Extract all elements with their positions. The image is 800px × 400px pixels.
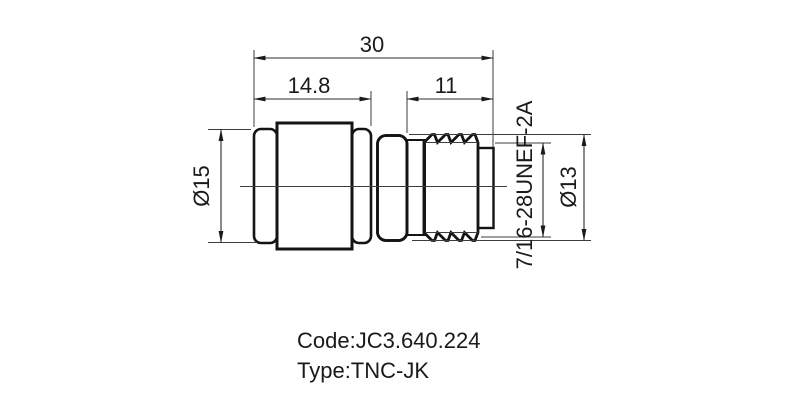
dim-body-diameter-label: Ø13 [556,166,581,208]
dim-overall-length-label: 30 [360,32,384,57]
thread-section [422,133,480,242]
thread-root-lines [424,142,478,233]
dim-thread-length-label: 11 [435,73,458,98]
connector-body [240,121,507,251]
caption-code-line: Code:JC3.640.224 [297,328,480,353]
ribbed-ring-bg [376,134,409,242]
thread-outline [422,133,480,242]
caption: Code:JC3.640.224 Type:TNC-JK [297,328,480,383]
caption-type-line: Type:TNC-JK [297,358,429,383]
dim-thread-spec-label: 7/16-28UNEF-2A [512,100,537,269]
dim-nut-length-label: 14.8 [288,73,331,98]
dimension-lines [218,55,587,243]
neck-section [405,139,426,236]
dim-nut-diameter-label: Ø15 [189,165,214,207]
dimension-labels: 30 14.8 11 Ø15 7/16-28UNEF-2A Ø13 [189,32,581,269]
ribbed-ring [376,134,409,242]
end-face [476,146,495,230]
